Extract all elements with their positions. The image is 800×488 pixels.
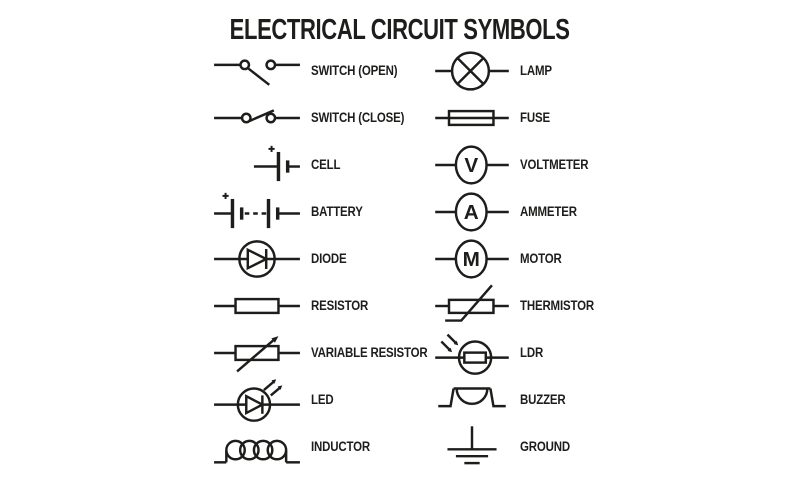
legend-row: THERMISTOR [435,282,635,329]
ldr-icon [435,330,509,376]
symbol-label: MOTOR [520,251,562,266]
legend-row: RESISTOR [214,282,435,329]
legend-row: A AMMETER [435,188,635,235]
voltmeter-letter: V [464,153,478,176]
symbol-label: VARIABLE RESISTOR [311,345,428,360]
symbol-label: INDUCTOR [311,439,370,454]
inductor-icon [214,424,300,470]
symbol-label: BUZZER [520,392,566,407]
cell-icon [214,142,300,188]
ammeter-icon: A [435,189,509,235]
switch-closed-icon [214,95,300,141]
motor-icon: M [435,236,509,282]
symbol-label: LAMP [520,63,552,78]
battery-icon [214,189,300,235]
symbol-label: SWITCH (CLOSE) [311,110,405,125]
legend-row: GROUND [435,423,635,470]
left-column: SWITCH (OPEN) SWITCH (CLOSE) [214,47,435,470]
legend-row: INDUCTOR [214,423,435,470]
right-column: LAMP FUSE V [435,47,635,470]
voltmeter-icon: V [435,142,509,188]
legend-row: BUZZER [435,376,635,423]
legend-row: SWITCH (CLOSE) [214,94,435,141]
symbol-label: RESISTOR [311,298,369,313]
symbol-label: BATTERY [311,204,363,219]
fuse-icon [435,95,509,141]
legend-row: BATTERY [214,188,435,235]
legend-row: CELL [214,141,435,188]
symbol-label: FUSE [520,110,550,125]
lamp-icon [435,48,509,94]
page-title: ELECTRICAL CIRCUIT SYMBOLS [230,13,570,46]
symbol-label: DIODE [311,251,347,266]
legend-row: LDR [435,329,635,376]
symbol-label: SWITCH (OPEN) [311,63,398,78]
legend-row: SWITCH (OPEN) [214,47,435,94]
buzzer-icon [435,377,509,423]
diode-icon [214,236,300,282]
symbol-grid: SWITCH (OPEN) SWITCH (CLOSE) [214,47,800,470]
led-icon [214,377,300,423]
symbol-label: AMMETER [520,204,577,219]
legend-row: VARIABLE RESISTOR [214,329,435,376]
switch-open-icon [214,48,300,94]
ground-icon [435,424,509,470]
legend-row: V VOLTMETER [435,141,635,188]
resistor-icon [214,283,300,329]
symbol-label: GROUND [520,439,570,454]
symbol-label: CELL [311,157,341,172]
thermistor-icon [435,283,509,329]
legend-row: M MOTOR [435,235,635,282]
symbol-label: LED [311,392,334,407]
legend-row: FUSE [435,94,635,141]
legend-row: DIODE [214,235,435,282]
legend-row: LED [214,376,435,423]
variable-resistor-icon [214,330,300,376]
symbol-label: LDR [520,345,544,360]
symbol-label: VOLTMETER [520,157,589,172]
title-area: ELECTRICAL CIRCUIT SYMBOLS [0,14,800,46]
motor-letter: M [463,247,480,270]
ammeter-letter: A [464,200,479,223]
symbol-label: THERMISTOR [520,298,594,313]
legend-row: LAMP [435,47,635,94]
